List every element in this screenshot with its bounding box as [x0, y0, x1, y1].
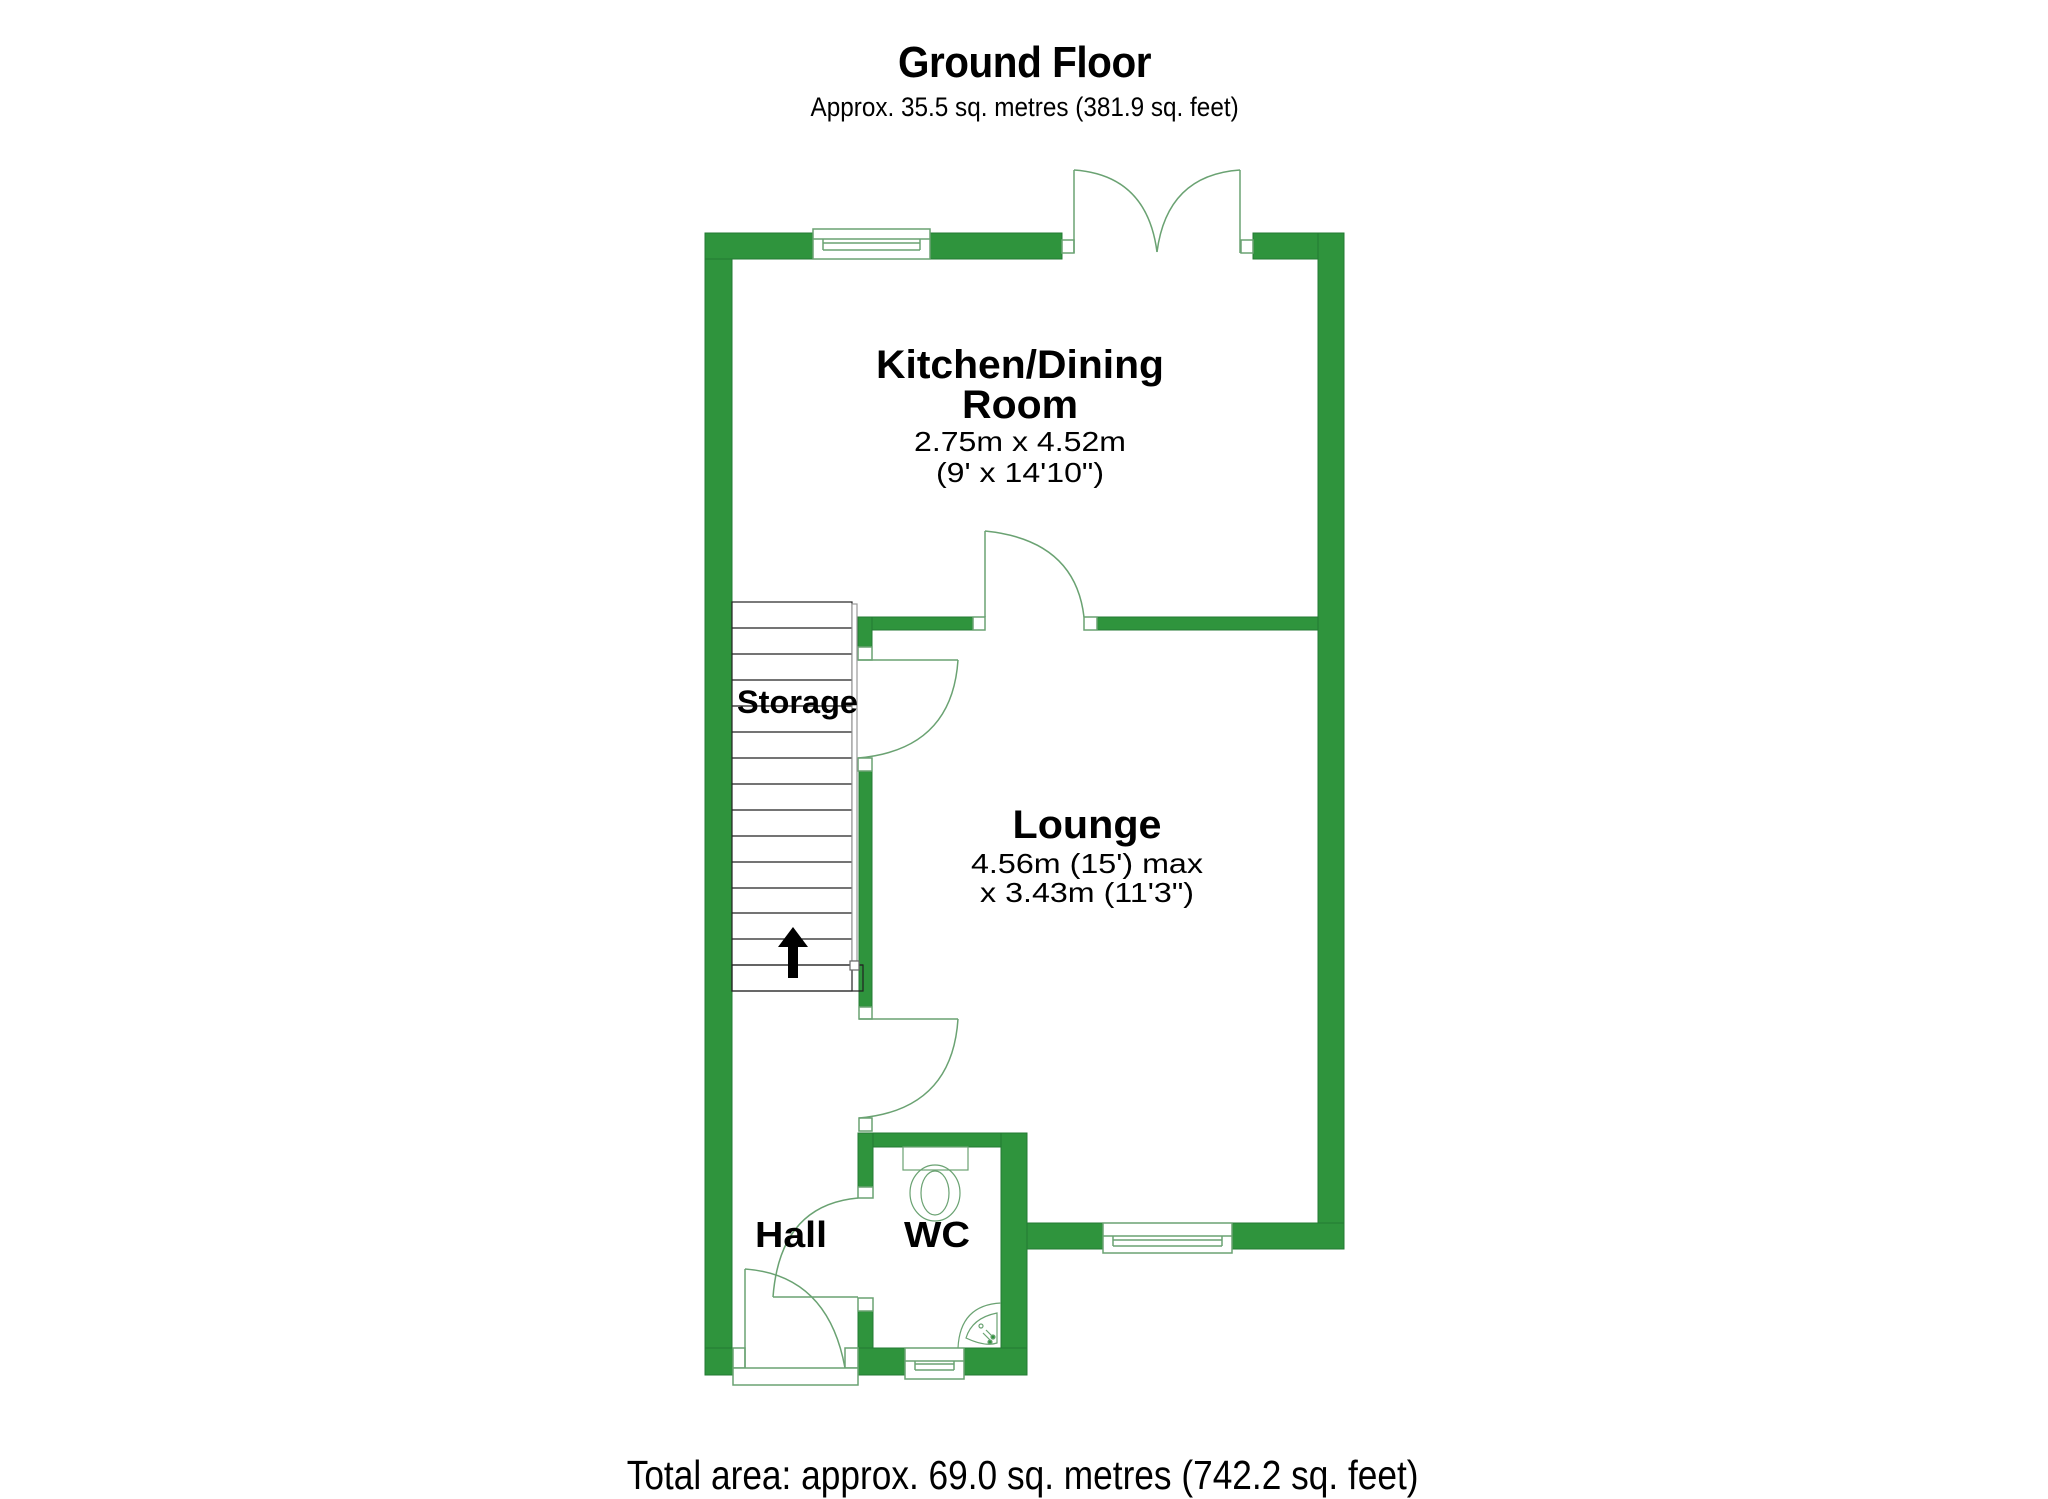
wall-top-mid [929, 232, 1063, 260]
wall-lounge-bottom-right [1231, 1222, 1345, 1250]
wall-bottom-wc-left [857, 1347, 906, 1376]
door-wc [772, 1186, 874, 1312]
window-wc [904, 1347, 965, 1380]
stair-newel-post [849, 960, 860, 971]
door-storage [857, 646, 959, 772]
window-kitchen [812, 228, 931, 260]
kitchen-name-line2: Room [962, 383, 1078, 427]
floor-title: Ground Floor [897, 38, 1152, 87]
staircase [731, 601, 864, 992]
kitchen-dims-metric: 2.75m x 4.52m [914, 426, 1126, 457]
kitchen-name-line1: Kitchen/Dining [876, 343, 1164, 387]
door-kitchen-lounge [972, 530, 1098, 631]
wall-internal-stub [857, 616, 873, 648]
room-labels: Kitchen/Dining Room 2.75m x 4.52m (9' x … [737, 343, 1203, 1255]
door-entrance [732, 1268, 859, 1386]
stair-treads [732, 627, 863, 966]
hall-name: Hall [755, 1214, 827, 1255]
toilet-bowl-icon [909, 1164, 961, 1222]
stair-up-arrow-icon [778, 927, 808, 978]
french-doors-kitchen [1061, 169, 1254, 254]
wc-fixtures [902, 1146, 1002, 1349]
windows [812, 228, 1233, 1380]
wall-outer-right [1317, 232, 1345, 1250]
toilet-cistern-icon [902, 1146, 969, 1171]
walls [704, 232, 1345, 1376]
wall-bottom-wc-right [963, 1347, 1028, 1376]
stair-handrail [851, 603, 858, 962]
doors [732, 169, 1254, 1386]
wall-internal-kitchen-right [1096, 616, 1319, 631]
wall-internal-stair [858, 770, 873, 1008]
wall-outer-left [704, 232, 733, 1376]
wall-wc-left-upper [857, 1132, 874, 1188]
door-hall-lounge [858, 1006, 959, 1132]
lounge-name: Lounge [1013, 803, 1162, 847]
sink-icon [957, 1302, 1002, 1349]
floor-area-subtitle: Approx. 35.5 sq. metres (381.9 sq. feet) [810, 92, 1239, 122]
storage-name: Storage [737, 684, 858, 720]
wall-wc-right [1000, 1132, 1028, 1376]
window-lounge [1102, 1222, 1233, 1254]
wall-top-left [704, 232, 814, 260]
kitchen-dims-imperial: (9' x 14'10") [936, 457, 1104, 488]
wall-internal-kitchen-left [857, 616, 974, 631]
lounge-dims-line2: x 3.43m (11'3") [980, 877, 1194, 908]
lounge-dims-line1: 4.56m (15') max [971, 848, 1203, 879]
wc-name: WC [904, 1214, 970, 1255]
wall-bottom-hall-left [704, 1347, 734, 1376]
total-area: Total area: approx. 69.0 sq. metres (742… [626, 1452, 1419, 1498]
